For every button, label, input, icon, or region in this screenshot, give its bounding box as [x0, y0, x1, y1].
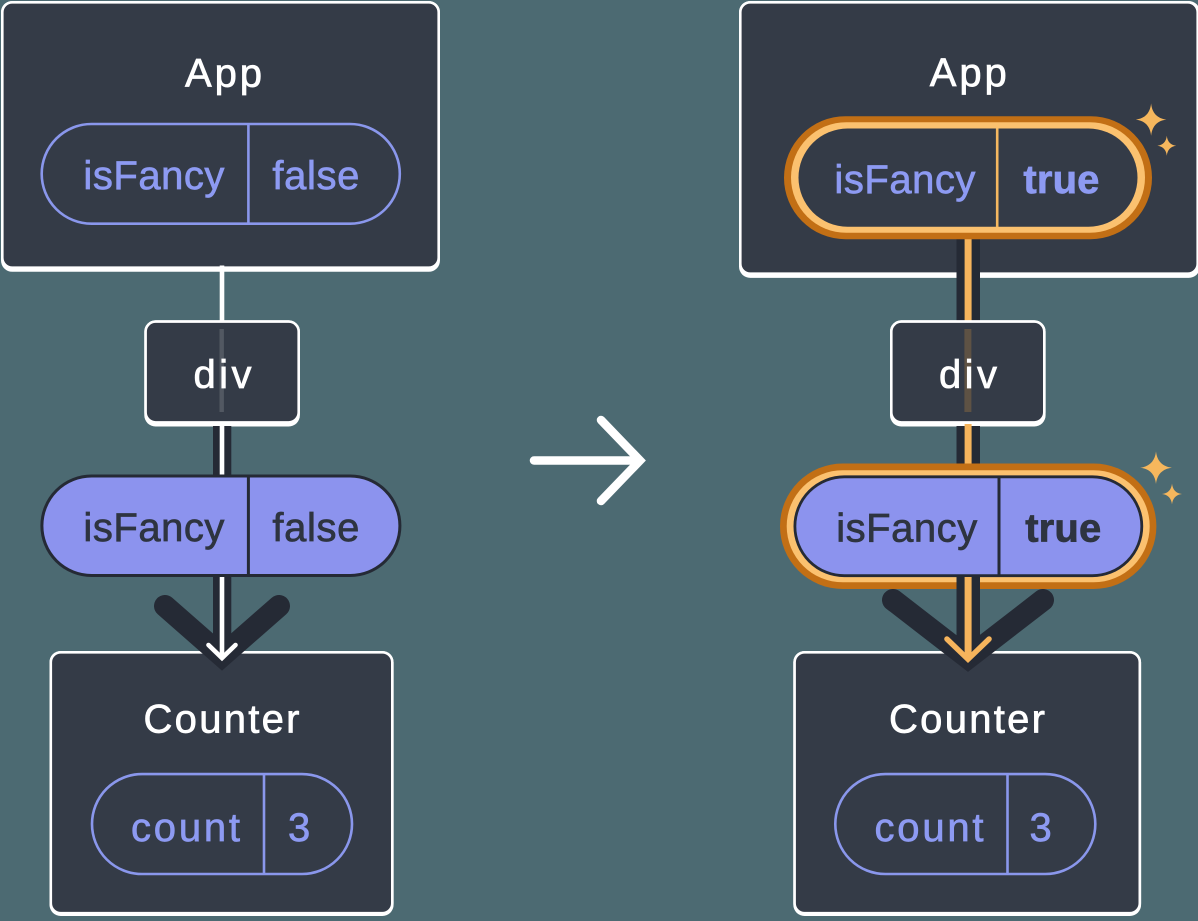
svg-text:isFancy: isFancy: [83, 154, 224, 198]
svg-text:true: true: [1023, 158, 1099, 202]
svg-text:isFancy: isFancy: [836, 507, 977, 551]
svg-text:App: App: [185, 52, 262, 96]
svg-text:isFancy: isFancy: [83, 506, 224, 550]
svg-text:3: 3: [288, 806, 310, 850]
svg-text:isFancy: isFancy: [834, 158, 975, 202]
svg-text:App: App: [930, 51, 1007, 95]
svg-text:count: count: [875, 806, 984, 850]
svg-text:false: false: [272, 506, 359, 550]
svg-text:div: div: [194, 353, 252, 397]
svg-text:count: count: [131, 806, 240, 850]
svg-text:div: div: [939, 353, 997, 397]
svg-text:true: true: [1025, 507, 1101, 551]
svg-text:3: 3: [1030, 806, 1052, 850]
svg-text:false: false: [272, 154, 359, 198]
